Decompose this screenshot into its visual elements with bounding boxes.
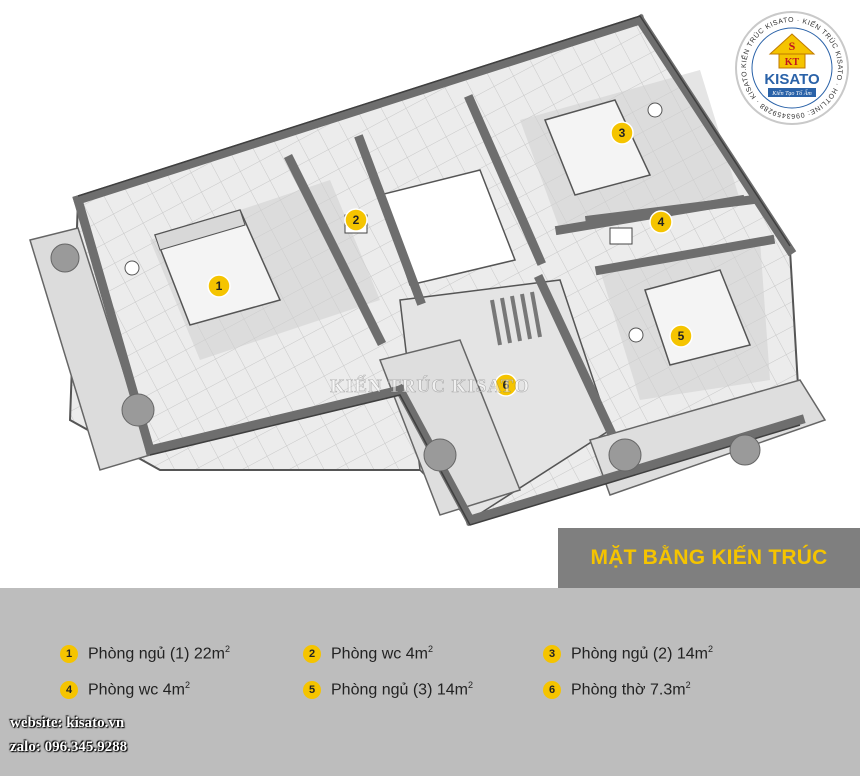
svg-text:KISATO: KISATO bbox=[764, 71, 820, 88]
legend-label: Phòng ngủ (2) 14m bbox=[571, 645, 708, 663]
floor-plan-drawing: 1 2 3 4 5 6 KIẾN TRÚC KISATO bbox=[29, 13, 827, 527]
svg-text:Kiến Tạo Tổ Ấm: Kiến Tạo Tổ Ấm bbox=[771, 89, 812, 97]
legend-item: 2 Phòng wc 4m2 bbox=[303, 643, 433, 665]
zalo-text: zalo: 096.345.9288 bbox=[10, 739, 128, 755]
kisato-logo: KIẾN TRÚC KISATO · KIẾN TRÚC KISATO · HO… bbox=[734, 10, 849, 125]
superscript: 2 bbox=[224, 644, 230, 655]
superscript: 2 bbox=[184, 680, 190, 691]
room-marker-5: 5 bbox=[669, 324, 693, 348]
legend-label: Phòng ngủ (1) 22m bbox=[88, 645, 225, 663]
legend: 1 Phòng ngủ (1) 22m2 2 Phòng wc 4m2 3 Ph… bbox=[0, 588, 860, 776]
room-marker-1: 1 bbox=[207, 274, 231, 298]
legend-number-badge: 6 bbox=[543, 681, 561, 699]
superscript: 2 bbox=[467, 680, 473, 691]
svg-text:S: S bbox=[789, 39, 796, 53]
svg-text:1: 1 bbox=[216, 279, 223, 293]
room-markers: 1 2 3 4 5 6 bbox=[207, 121, 693, 397]
legend-number-badge: 3 bbox=[543, 645, 561, 663]
svg-text:6: 6 bbox=[503, 378, 510, 392]
legend-label: Phòng wc 4m bbox=[88, 681, 185, 699]
legend-label: Phòng wc 4m bbox=[331, 645, 428, 663]
website-text: website: kisato.vn bbox=[10, 715, 125, 731]
room-marker-3: 3 bbox=[610, 121, 634, 145]
superscript: 2 bbox=[707, 644, 713, 655]
bedroom-1-furniture bbox=[124, 209, 282, 326]
superscript: 2 bbox=[427, 644, 433, 655]
prayer-room-screen bbox=[490, 291, 542, 346]
svg-text:4: 4 bbox=[658, 215, 665, 229]
room-marker-4: 4 bbox=[649, 210, 673, 234]
svg-text:2: 2 bbox=[353, 213, 360, 227]
page-title: MẶT BẰNG KIẾN TRÚC TẦNG 2 bbox=[590, 546, 828, 629]
title-band: MẶT BẰNG KIẾN TRÚC TẦNG 2 bbox=[558, 528, 860, 629]
legend-number-badge: 5 bbox=[303, 681, 321, 699]
tree-icons bbox=[50, 243, 761, 472]
legend-item: 3 Phòng ngủ (2) 14m2 bbox=[543, 643, 713, 665]
room-marker-6: 6 bbox=[494, 373, 518, 397]
legend-label: Phòng ngủ (3) 14m bbox=[331, 681, 468, 699]
legend-item: 5 Phòng ngủ (3) 14m2 bbox=[303, 679, 473, 701]
legend-number-badge: 2 bbox=[303, 645, 321, 663]
legend-number-badge: 4 bbox=[60, 681, 78, 699]
svg-text:KT: KT bbox=[785, 57, 800, 68]
legend-label: Phòng thờ 7.3m bbox=[571, 681, 686, 699]
watermark: KIẾN TRÚC KISATO bbox=[330, 375, 530, 397]
legend-item: 1 Phòng ngủ (1) 22m2 bbox=[60, 643, 230, 665]
superscript: 2 bbox=[685, 680, 691, 691]
legend-number-badge: 1 bbox=[60, 645, 78, 663]
svg-text:5: 5 bbox=[678, 329, 685, 343]
legend-item: 4 Phòng wc 4m2 bbox=[60, 679, 190, 701]
room-marker-2: 2 bbox=[344, 208, 368, 232]
legend-item: 6 Phòng thờ 7.3m2 bbox=[543, 679, 691, 701]
svg-text:3: 3 bbox=[619, 126, 626, 140]
